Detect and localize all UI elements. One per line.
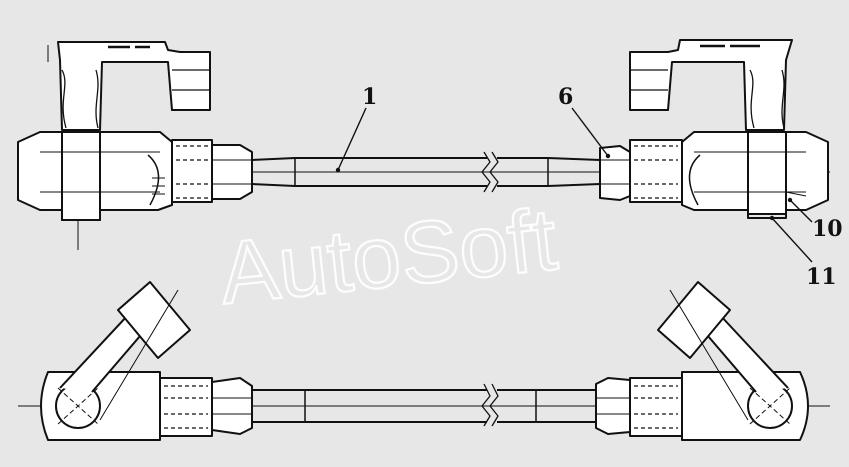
tie-rod-tube-top bbox=[251, 151, 601, 193]
left-eye bbox=[40, 281, 191, 441]
right-tip-body bbox=[681, 131, 829, 219]
leader-lines bbox=[335, 107, 813, 263]
right-eye bbox=[657, 281, 809, 441]
tie-rod-tube-bottom bbox=[252, 383, 596, 427]
right-clamp-nut-bottom bbox=[595, 377, 683, 437]
left-clamp-nut-bottom bbox=[159, 377, 253, 437]
left-clamp-nut bbox=[171, 139, 253, 203]
callout-label-10: 10 bbox=[812, 216, 843, 242]
left-tip-body bbox=[17, 131, 173, 250]
right-clamp-nut bbox=[599, 139, 683, 203]
right-ball-pin bbox=[629, 39, 793, 131]
leader-11 bbox=[771, 217, 813, 263]
callout-label-11: 11 bbox=[806, 264, 837, 290]
callout-label-1: 1 bbox=[362, 84, 377, 110]
leader-10 bbox=[789, 199, 813, 223]
bottom-assembly bbox=[18, 281, 830, 441]
callout-label-6: 6 bbox=[558, 84, 573, 110]
leader-1 bbox=[337, 107, 367, 171]
leader-6 bbox=[571, 107, 609, 157]
watermark-text: AutoSoft bbox=[215, 189, 561, 323]
left-ball-pin bbox=[47, 41, 211, 131]
top-assembly bbox=[17, 39, 830, 250]
